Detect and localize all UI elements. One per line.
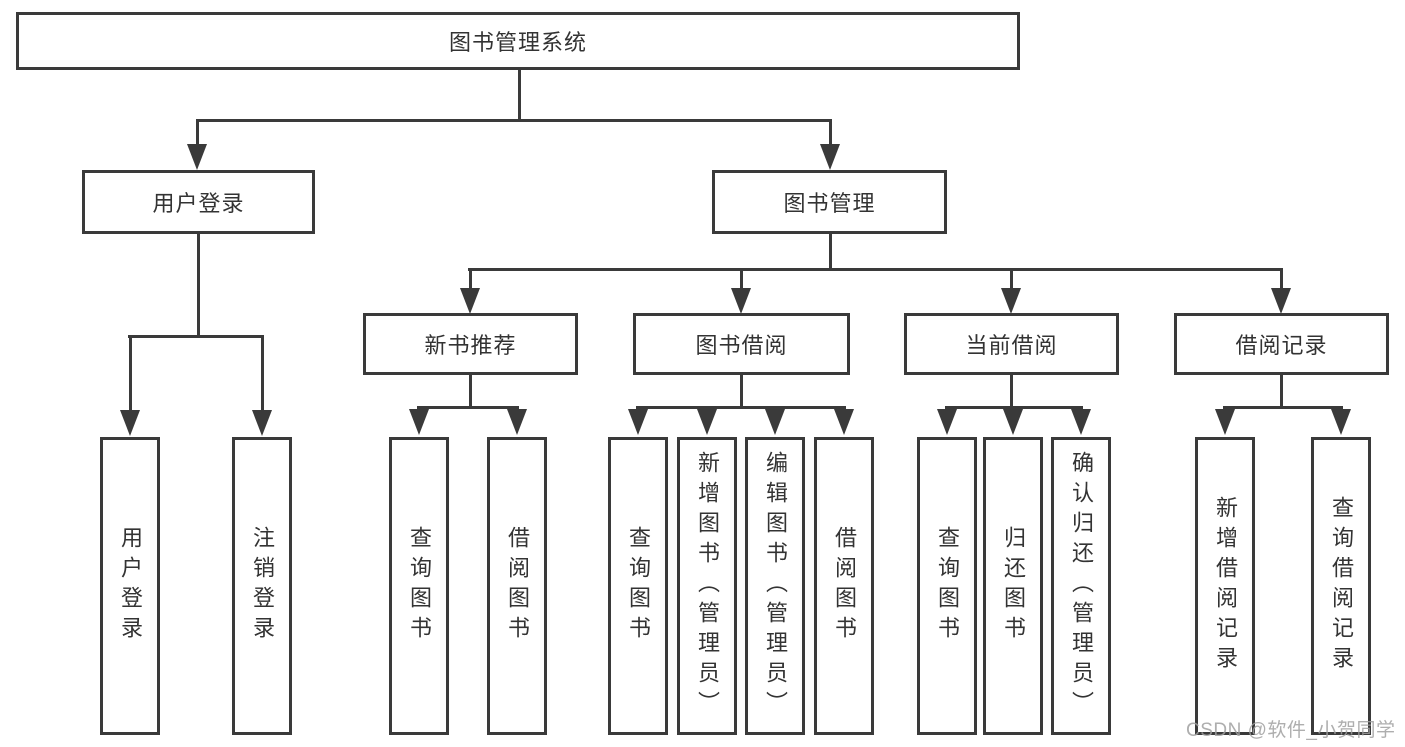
node-label: 用户登录 bbox=[152, 191, 245, 216]
node-user-login: 用户登录 bbox=[82, 170, 315, 234]
leaf-return-books: 归还图书 bbox=[983, 437, 1043, 735]
node-book-management: 图书管理 bbox=[712, 170, 947, 234]
node-library-management-system: 图书管理系统 bbox=[16, 12, 1020, 70]
leaf-add-books-admin: 新增图书（管理员） bbox=[677, 437, 737, 735]
arrow-down-icon bbox=[697, 409, 717, 435]
connector-line bbox=[129, 335, 132, 413]
arrow-down-icon bbox=[937, 409, 957, 435]
connector-line bbox=[518, 69, 521, 119]
arrow-down-icon bbox=[187, 144, 207, 170]
arrow-down-icon bbox=[1215, 409, 1235, 435]
leaf-borrow-books-recommend: 借阅图书 bbox=[487, 437, 547, 735]
arrow-down-icon bbox=[834, 409, 854, 435]
connector-line bbox=[1010, 375, 1013, 408]
connector-line bbox=[469, 375, 472, 408]
connector-line bbox=[740, 375, 743, 408]
node-label: 归还图书 bbox=[1001, 526, 1026, 646]
connector-line bbox=[1280, 268, 1283, 292]
connector-line bbox=[128, 335, 264, 338]
node-label: 查询图书 bbox=[935, 526, 960, 646]
node-label: 查询借阅记录 bbox=[1329, 496, 1354, 676]
node-label: 确认归还（管理员） bbox=[1069, 451, 1094, 721]
node-borrowing-records: 借阅记录 bbox=[1174, 313, 1389, 375]
node-label: 图书借阅 bbox=[695, 333, 788, 358]
node-label: 借阅图书 bbox=[832, 526, 857, 646]
leaf-query-books-borrowing: 查询图书 bbox=[608, 437, 668, 735]
csdn-watermark: CSDN @软件_小贺同学 bbox=[1186, 720, 1396, 741]
node-label: 编辑图书（管理员） bbox=[763, 451, 788, 721]
connector-line bbox=[1223, 406, 1343, 409]
node-label: 新增借阅记录 bbox=[1213, 496, 1238, 676]
node-label: 新书推荐 bbox=[424, 333, 517, 358]
connector-line bbox=[196, 119, 832, 122]
connector-line bbox=[469, 268, 472, 292]
connector-line bbox=[829, 119, 832, 147]
connector-line bbox=[196, 119, 199, 147]
node-label: 图书管理 bbox=[783, 191, 876, 216]
leaf-borrow-books: 借阅图书 bbox=[814, 437, 874, 735]
arrow-down-icon bbox=[507, 409, 527, 435]
arrow-down-icon bbox=[628, 409, 648, 435]
arrow-down-icon bbox=[731, 288, 751, 314]
arrow-down-icon bbox=[1271, 288, 1291, 314]
node-label: 新增图书（管理员） bbox=[695, 451, 720, 721]
node-label: 注销登录 bbox=[250, 526, 275, 646]
leaf-confirm-return-admin: 确认归还（管理员） bbox=[1051, 437, 1111, 735]
leaf-edit-books-admin: 编辑图书（管理员） bbox=[745, 437, 805, 735]
arrow-down-icon bbox=[765, 409, 785, 435]
leaf-user-login: 用户登录 bbox=[100, 437, 160, 735]
node-label: 借阅图书 bbox=[505, 526, 530, 646]
arrow-down-icon bbox=[460, 288, 480, 314]
arrow-down-icon bbox=[1003, 409, 1023, 435]
leaf-add-borrow-record: 新增借阅记录 bbox=[1195, 437, 1255, 735]
leaf-query-borrow-record: 查询借阅记录 bbox=[1311, 437, 1371, 735]
node-new-book-recommendation: 新书推荐 bbox=[363, 313, 578, 375]
node-label: 当前借阅 bbox=[965, 333, 1058, 358]
node-label: 图书管理系统 bbox=[448, 30, 587, 55]
leaf-logout: 注销登录 bbox=[232, 437, 292, 735]
leaf-query-books-current: 查询图书 bbox=[917, 437, 977, 735]
connector-line bbox=[197, 234, 200, 337]
node-book-borrowing: 图书借阅 bbox=[633, 313, 850, 375]
node-label: 查询图书 bbox=[626, 526, 651, 646]
arrow-down-icon bbox=[120, 410, 140, 436]
leaf-query-books-recommend: 查询图书 bbox=[389, 437, 449, 735]
node-label: 查询图书 bbox=[407, 526, 432, 646]
arrow-down-icon bbox=[409, 409, 429, 435]
connector-line bbox=[1010, 268, 1013, 292]
node-current-borrowing: 当前借阅 bbox=[904, 313, 1119, 375]
arrow-down-icon bbox=[1001, 288, 1021, 314]
connector-line bbox=[829, 234, 832, 270]
connector-line bbox=[945, 406, 1083, 409]
connector-line bbox=[740, 268, 743, 292]
connector-line bbox=[468, 268, 1283, 271]
arrow-down-icon bbox=[1331, 409, 1351, 435]
arrow-down-icon bbox=[1071, 409, 1091, 435]
node-label: 用户登录 bbox=[118, 526, 143, 646]
arrow-down-icon bbox=[820, 144, 840, 170]
connector-line bbox=[1280, 375, 1283, 408]
connector-line bbox=[417, 406, 519, 409]
connector-line bbox=[261, 335, 264, 413]
arrow-down-icon bbox=[252, 410, 272, 436]
connector-line bbox=[636, 406, 846, 409]
node-label: 借阅记录 bbox=[1235, 333, 1328, 358]
